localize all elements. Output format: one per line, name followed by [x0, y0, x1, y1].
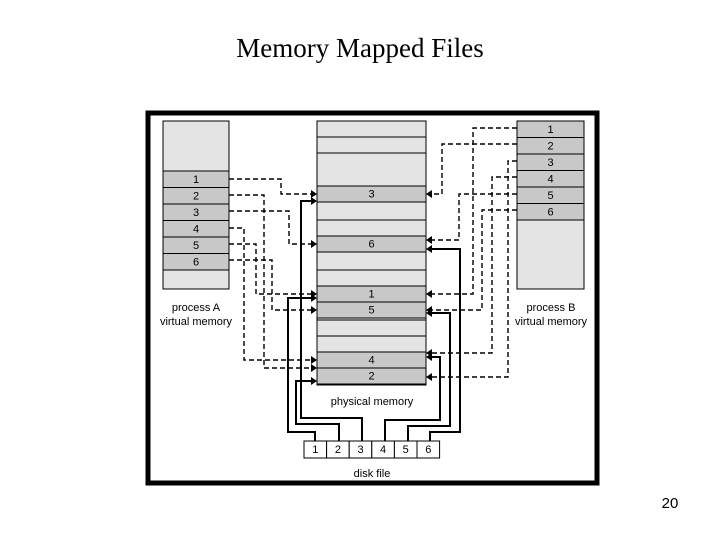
process-a-page-5-label: 5 — [193, 240, 199, 252]
physical-frame-2 — [316, 367, 427, 385]
arrowhead — [311, 197, 317, 205]
process-a-page-2-label: 2 — [193, 190, 199, 202]
process-a-page-1-label: 1 — [193, 174, 199, 186]
process-b-page-6 — [516, 203, 585, 221]
disk-to-memory-lines — [287, 200, 461, 441]
process-a-page-3-label: 3 — [193, 207, 199, 219]
arrowhead — [311, 240, 317, 248]
physical-frame-2-label: 2 — [368, 371, 374, 383]
process-b-label-line1: process B — [527, 302, 576, 314]
physical-frame-4-label: 4 — [368, 355, 374, 367]
physical-frame-3-label: 3 — [368, 189, 374, 201]
arrowhead — [426, 190, 432, 198]
disk-block-5-label: 5 — [403, 444, 409, 456]
process-a-mapping-arrows — [229, 178, 312, 369]
process-b-page-3-label: 3 — [547, 157, 553, 169]
process-a-label-line1: process A — [172, 302, 221, 314]
physical-memory: 3 6 1 5 4 2 — [316, 120, 427, 386]
arrowheads — [311, 190, 432, 385]
process-b-page-2-label: 2 — [547, 140, 553, 152]
arrowhead — [426, 309, 432, 317]
arrowhead — [311, 377, 317, 385]
arrowhead — [311, 306, 317, 314]
physical-memory-column — [316, 120, 427, 386]
physical-frame-6-label: 6 — [368, 239, 374, 251]
disk-block-3-label: 3 — [357, 444, 363, 456]
disk-block-6 — [416, 440, 441, 459]
physical-frame-5-label: 5 — [368, 305, 374, 317]
physical-memory-label: physical memory — [331, 396, 414, 408]
arrowhead — [311, 364, 317, 372]
process-b-mapping-arrows — [432, 127, 517, 378]
process-b-virtual-memory: 1 2 3 4 5 6 — [516, 120, 585, 290]
process-a-page-6-label: 6 — [193, 256, 199, 268]
arrowhead — [426, 290, 432, 298]
arrowhead — [426, 236, 432, 244]
slide-title: Memory Mapped Files — [236, 33, 484, 63]
arrowhead — [426, 373, 432, 381]
arrowhead — [426, 245, 432, 253]
disk-block-6-label: 6 — [425, 444, 431, 456]
process-b-page-1-label: 1 — [547, 124, 553, 136]
process-a-virtual-memory: 1 2 3 4 5 6 — [162, 120, 230, 290]
disk-block-4-label: 4 — [380, 444, 386, 456]
process-b-label-line2: virtual memory — [515, 316, 588, 328]
disk-block-1-label: 1 — [312, 444, 318, 456]
process-a-page-4-label: 4 — [193, 223, 199, 235]
arrowhead — [311, 190, 317, 198]
process-a-label-line2: virtual memory — [160, 316, 233, 328]
arrowhead — [311, 356, 317, 364]
diagram-frame — [145, 110, 600, 486]
disk-file: 1 2 3 4 5 6 — [303, 440, 441, 459]
process-b-page-5-label: 5 — [547, 190, 553, 202]
page-number: 20 — [661, 495, 679, 512]
physical-frame-1-label: 1 — [368, 289, 374, 301]
disk-file-label: disk file — [354, 468, 391, 480]
process-b-page-6-label: 6 — [547, 206, 553, 218]
arrowhead — [426, 353, 432, 361]
process-b-page-4-label: 4 — [547, 173, 553, 185]
process-a-page-6 — [162, 253, 230, 271]
arrowhead — [311, 294, 317, 302]
disk-block-2-label: 2 — [335, 444, 341, 456]
